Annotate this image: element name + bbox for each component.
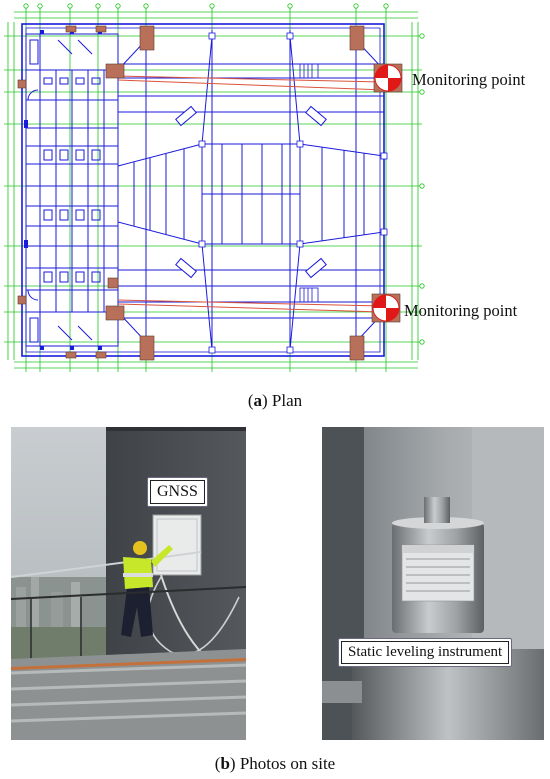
- caption-photos: (b) Photos on site: [214, 754, 336, 773]
- axis-bubbles: [23, 3, 425, 345]
- photo-static-leveling: Static leveling instrument: [322, 427, 544, 740]
- staircases: [299, 63, 319, 303]
- gnss-label-box: GNSS: [147, 477, 208, 507]
- column-blocks: [17, 25, 365, 361]
- quartered-circle-icon: [371, 293, 401, 323]
- photo-gnss-site: GNSS: [11, 427, 246, 740]
- caption-photos-letter: b: [220, 754, 230, 773]
- diagonal-braces: [175, 105, 327, 279]
- gnss-label: GNSS: [150, 480, 205, 504]
- monitoring-point-label-bottom: Monitoring point: [404, 301, 518, 320]
- static-leveling-label: Static leveling instrument: [341, 641, 510, 664]
- room-block: [25, 33, 119, 347]
- caption-plan-text: Plan: [267, 391, 303, 410]
- static-leveling-label-box: Static leveling instrument: [338, 638, 513, 667]
- quartered-circle-icon: [373, 63, 403, 93]
- photo-gnss-illustration: [11, 427, 246, 740]
- caption-photos-text: Photos on site: [235, 754, 336, 773]
- monitoring-links: [117, 75, 385, 313]
- hall-beams: [117, 30, 385, 351]
- caption-plan: (a) Plan: [247, 391, 303, 410]
- node-boxes: [198, 32, 388, 354]
- floor-plan-drawing: [0, 0, 550, 380]
- photo-leveling-illustration: [322, 427, 544, 740]
- caption-plan-letter: a: [253, 391, 263, 410]
- monitoring-point-label-top: Monitoring point: [412, 70, 526, 89]
